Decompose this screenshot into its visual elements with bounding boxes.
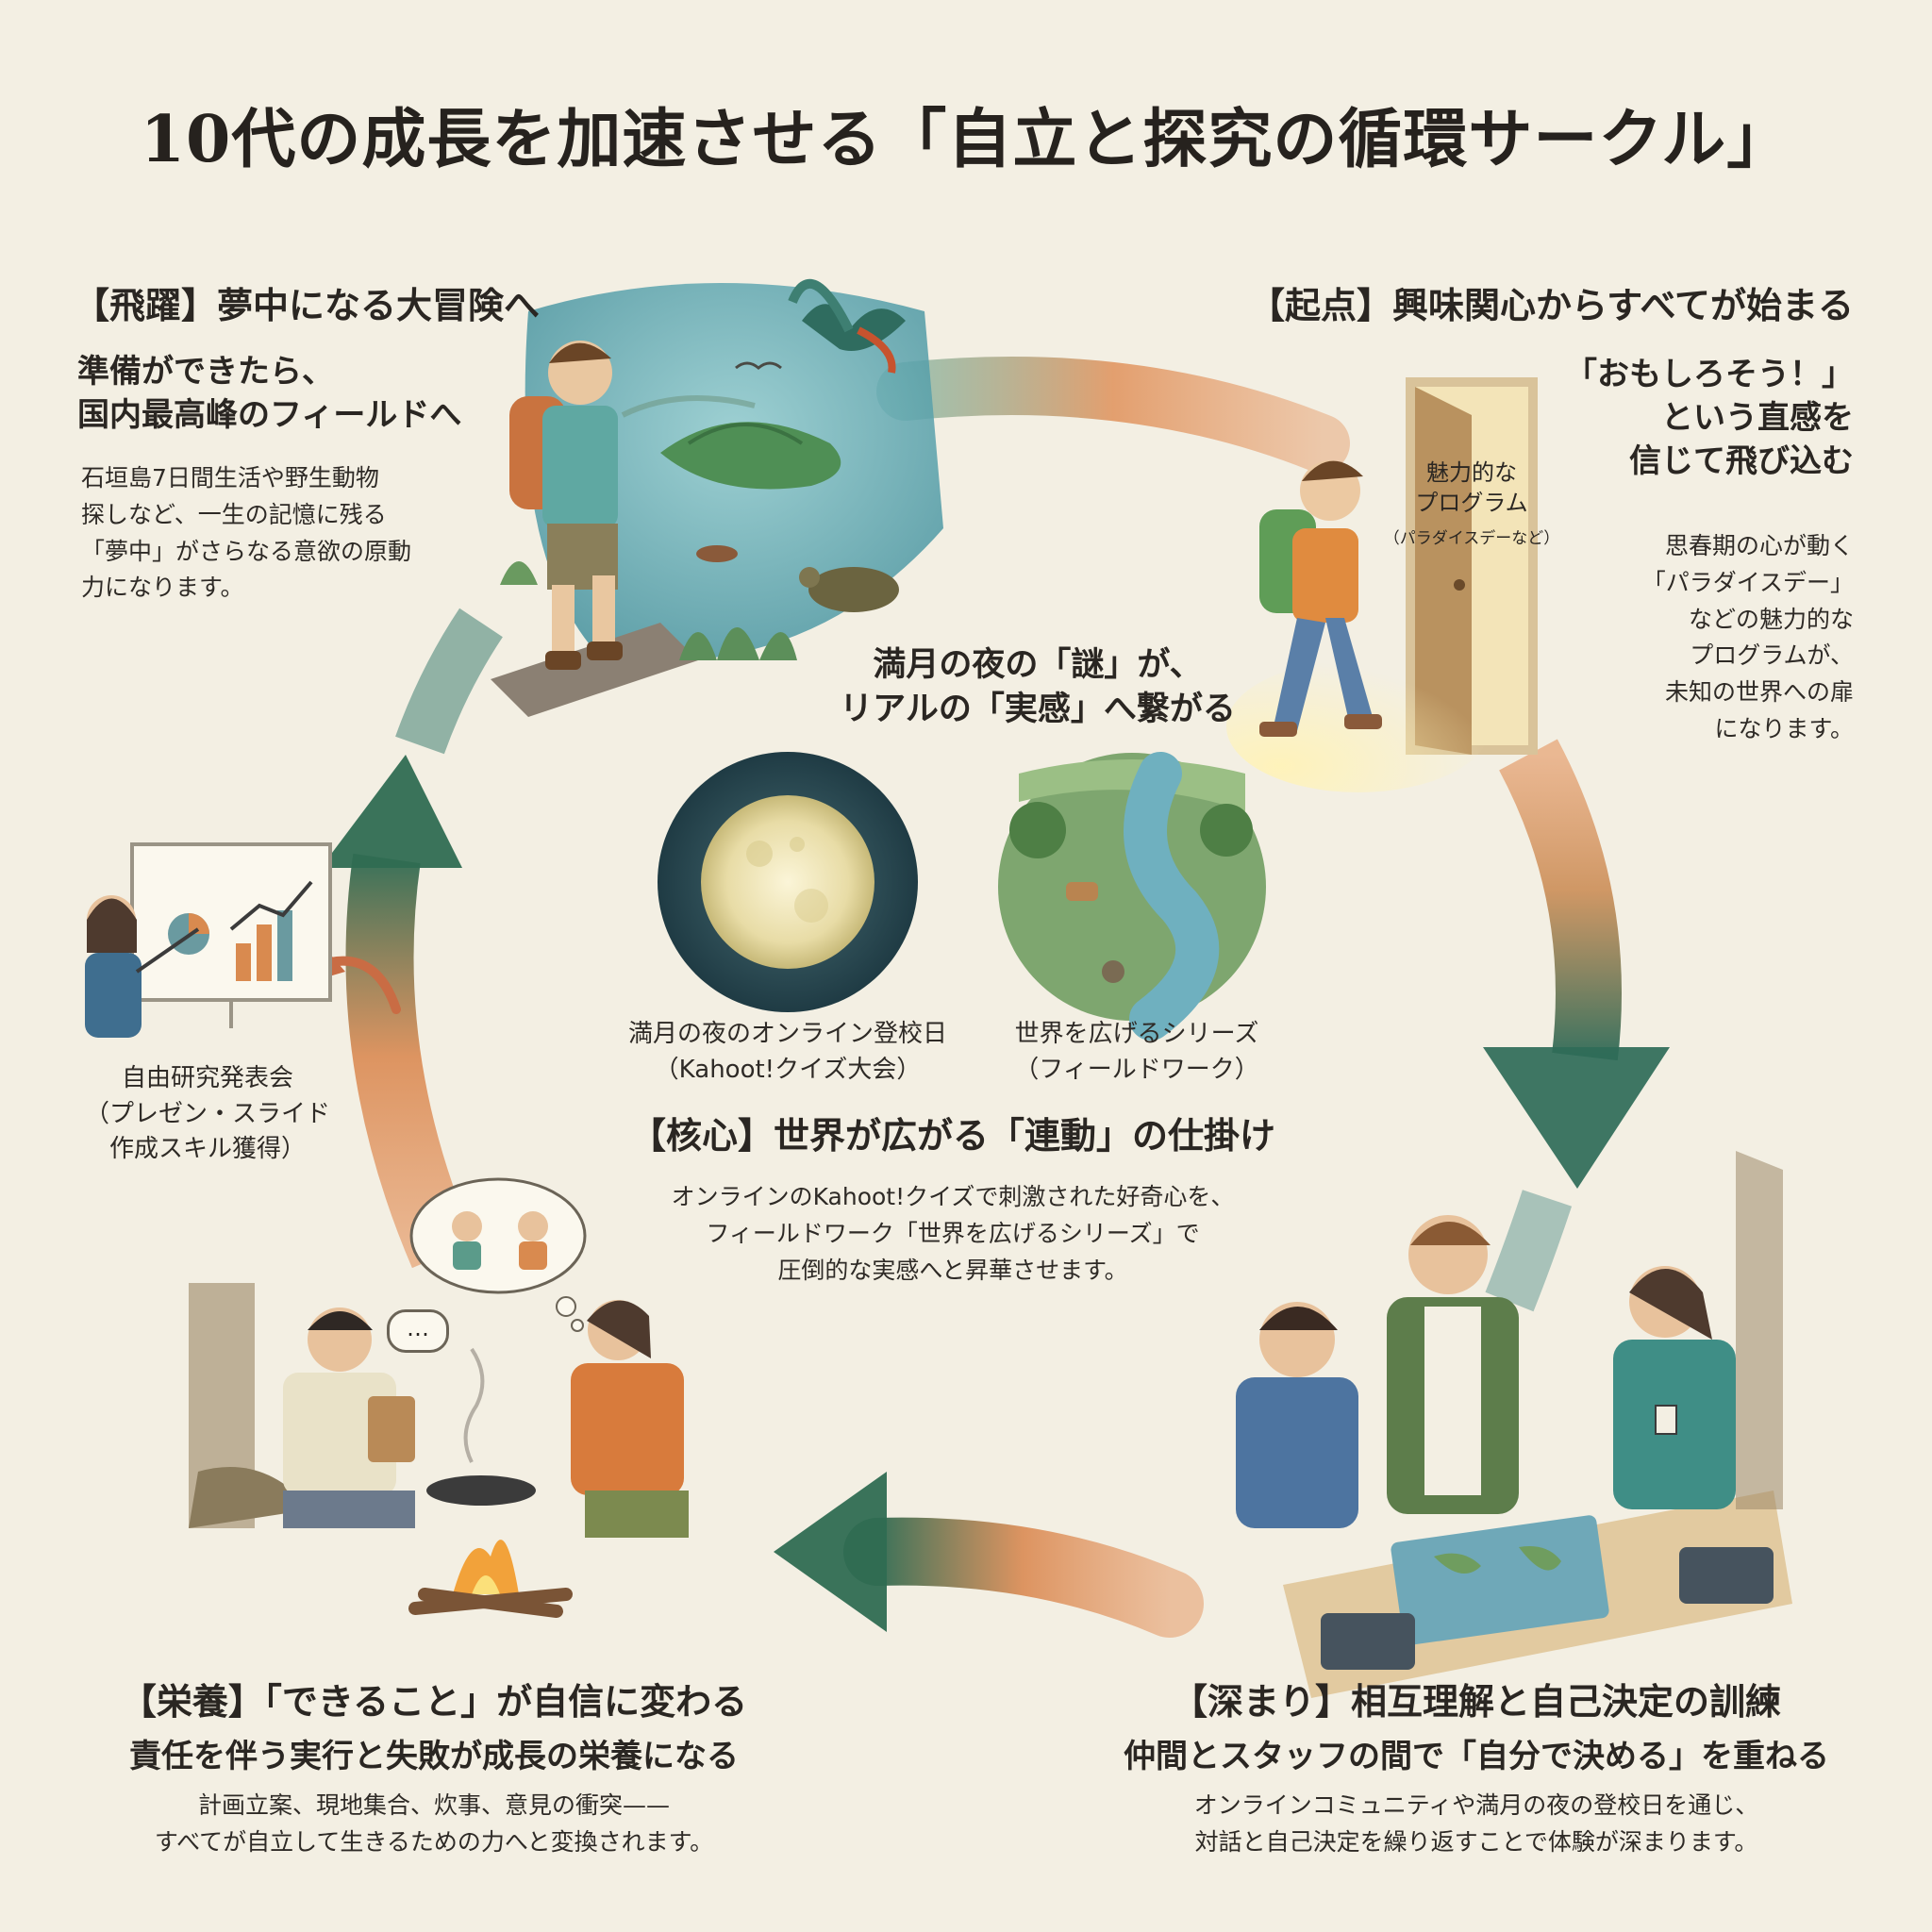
stage-fukamari-heading: 【深まり】相互理解と自己決定の訓練	[1171, 1681, 1781, 1723]
page-title: 10代の成長を加速させる「自立と探究の循環サークル」	[140, 102, 1792, 177]
bird	[735, 278, 906, 374]
arrow-left-up	[321, 608, 503, 1269]
stage-eiyou-subheading: 責任を伴う実行と失敗が成長の栄養になる	[129, 1738, 739, 1775]
stage-kiten-subheading: 「おもしろそう！」 という直感を 信じて飛び込む	[1565, 356, 1854, 480]
arrow-bottom-left	[774, 1472, 1204, 1638]
stage-kiten-heading: 【起点】興味関心からすべてが始まる	[1248, 285, 1854, 326]
speech-bubble: …	[387, 1309, 449, 1353]
moon-label: 満月の夜のオンライン登校日 （Kahoot!クイズ大会）	[627, 1020, 947, 1084]
stage-core-body: オンラインのKahoot!クイズで刺激された好奇心を、 フィールドワーク「世界を…	[671, 1183, 1235, 1284]
campfire-scene	[189, 1283, 689, 1618]
full-moon-illustration	[658, 752, 918, 1012]
stage-hiyaku-heading: 【飛躍】夢中になる大冒険へ	[74, 285, 541, 326]
arrow-presentation-back	[325, 956, 401, 1014]
field-work-illustration	[998, 752, 1266, 1041]
boy-at-door	[1259, 460, 1382, 737]
arrow-right-down	[1483, 739, 1670, 1312]
stage-fukamari-subheading: 仲間とスタッフの間で「自分で決める」を重ねる	[1124, 1738, 1829, 1775]
stage-hiyaku-body: 石垣島7日間生活や野生動物 探しなど、一生の記憶に残る 「夢中」がさらなる意欲の…	[81, 464, 412, 602]
door-scene	[1226, 377, 1538, 792]
stage-hiyaku-subheading: 準備ができたら、 国内最高峰のフィールドへ	[77, 353, 462, 434]
mangetsu-caption: 満月の夜の「謎」が、 リアルの「実感」へ繋がる	[840, 646, 1236, 729]
hiker	[491, 341, 698, 717]
presentation-scene	[85, 842, 332, 1038]
thought-bubble	[409, 1177, 587, 1332]
stage-eiyou-body: 計画立案、現地集合、炊事、意見の衝突—— すべてが自立して生きるための力へと変換…	[154, 1791, 714, 1856]
plants-topleft	[500, 561, 797, 660]
stage-eiyou-heading: 【栄養】「できること」が自信に変わる	[120, 1681, 748, 1723]
stage-kiten-body: 思春期の心が動く 「パラダイスデー」 などの魅力的な プログラムが、 未知の世界…	[1641, 532, 1854, 742]
door-program-label: 魅力的な プログラム	[1415, 459, 1528, 517]
arrow-top-right	[876, 357, 1350, 473]
door-program-note: （パラダイスデーなど）	[1383, 529, 1560, 548]
field-label: 世界を広げるシリーズ （フィールドワーク）	[1014, 1020, 1259, 1084]
stage-core-heading: 【核心】世界が広がる「連動」の仕掛け	[629, 1115, 1275, 1157]
discussion-scene	[1236, 1151, 1792, 1698]
sea-turtle	[808, 567, 899, 612]
island-scene	[525, 283, 943, 663]
stage-fukamari-body: オンラインコミュニティや満月の夜の登校日を通じ、 対話と自己決定を繰り返すことで…	[1193, 1791, 1759, 1856]
presentation-label: 自由研究発表会 （プレゼン・スライド 作成スキル獲得）	[84, 1064, 330, 1164]
